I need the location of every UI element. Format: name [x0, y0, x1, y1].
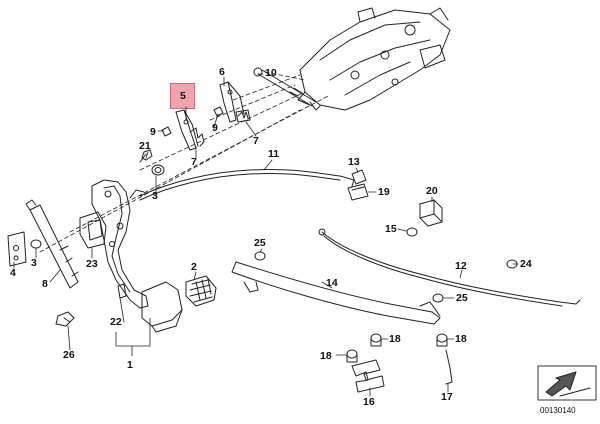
connector-20 — [419, 199, 443, 227]
clip-13 — [351, 169, 367, 185]
callout-21: 21 — [139, 140, 151, 152]
orientation-arrow-icon — [537, 365, 597, 401]
spring-strut-8 — [25, 199, 79, 289]
grommet-25-lower — [432, 293, 444, 303]
heat-shield-14 — [231, 261, 441, 325]
callout-24: 24 — [520, 258, 532, 270]
bracket-23 — [79, 211, 107, 249]
callout-12: 12 — [455, 260, 467, 272]
callout-4: 4 — [10, 267, 16, 279]
bolt-22 — [117, 283, 127, 299]
clip-9-left — [161, 126, 172, 137]
pedal-pad — [141, 281, 183, 333]
rubber-pad-2 — [185, 275, 217, 307]
callout-20: 20 — [426, 185, 438, 197]
callout-2: 2 — [191, 261, 197, 273]
pin-21 — [139, 149, 153, 163]
callout-25-upper: 25 — [254, 237, 266, 249]
bracket-16 — [351, 359, 385, 393]
callout-19: 19 — [378, 186, 390, 198]
pedal-bracket-housing — [297, 7, 451, 111]
grommet-18-b — [346, 349, 358, 363]
bushing-3-upper — [151, 164, 165, 176]
callout-10: 10 — [265, 67, 277, 79]
callout-6: 6 — [219, 66, 225, 78]
switch-7-left — [189, 127, 205, 147]
callout-16: 16 — [363, 396, 375, 408]
callout-5: 5 — [180, 90, 186, 102]
callout-9-right: 9 — [212, 122, 218, 134]
grommet-18-c — [436, 333, 448, 347]
grommet-18-a — [370, 333, 382, 347]
pedal-lever — [91, 179, 149, 309]
callout-26: 26 — [63, 349, 75, 361]
diagram-reference-number: 00130140 — [540, 406, 576, 415]
callout-14: 14 — [326, 277, 338, 289]
callout-18-c: 18 — [455, 333, 467, 345]
bracket-4 — [7, 231, 27, 267]
callout-8: 8 — [42, 278, 48, 290]
callout-3-upper: 3 — [152, 190, 158, 202]
clip-9-right — [213, 106, 224, 117]
callout-3-left: 3 — [31, 257, 37, 269]
assembly-lines — [39, 71, 331, 253]
callout-15: 15 — [385, 223, 397, 235]
callout-23: 23 — [86, 258, 98, 270]
callout-1: 1 — [127, 359, 133, 371]
callout-7-left: 7 — [191, 156, 197, 168]
part-5-bracket — [175, 109, 199, 151]
clip-26 — [55, 311, 75, 327]
selected-part-highlight — [170, 83, 195, 109]
push-rod — [253, 67, 321, 111]
cable-12 — [318, 228, 581, 307]
grommet-15 — [406, 227, 418, 237]
grommet-19 — [347, 183, 369, 201]
callout-9-left: 9 — [150, 126, 156, 138]
callout-7-right: 7 — [253, 135, 259, 147]
callout-25-lower: 25 — [456, 292, 468, 304]
grommet-25-upper — [254, 251, 266, 261]
rod-17 — [445, 349, 453, 385]
bushing-3-left — [30, 239, 42, 249]
callout-11: 11 — [268, 148, 280, 160]
switch-7-right — [235, 109, 251, 123]
callout-13: 13 — [348, 156, 360, 168]
callout-18-b: 18 — [320, 350, 332, 362]
callout-17: 17 — [441, 391, 453, 403]
callout-18-a: 18 — [389, 333, 401, 345]
bracket-6 — [219, 81, 245, 123]
cable-11 — [129, 168, 355, 201]
leader-lines — [13, 73, 519, 397]
callout-22: 22 — [110, 316, 122, 328]
